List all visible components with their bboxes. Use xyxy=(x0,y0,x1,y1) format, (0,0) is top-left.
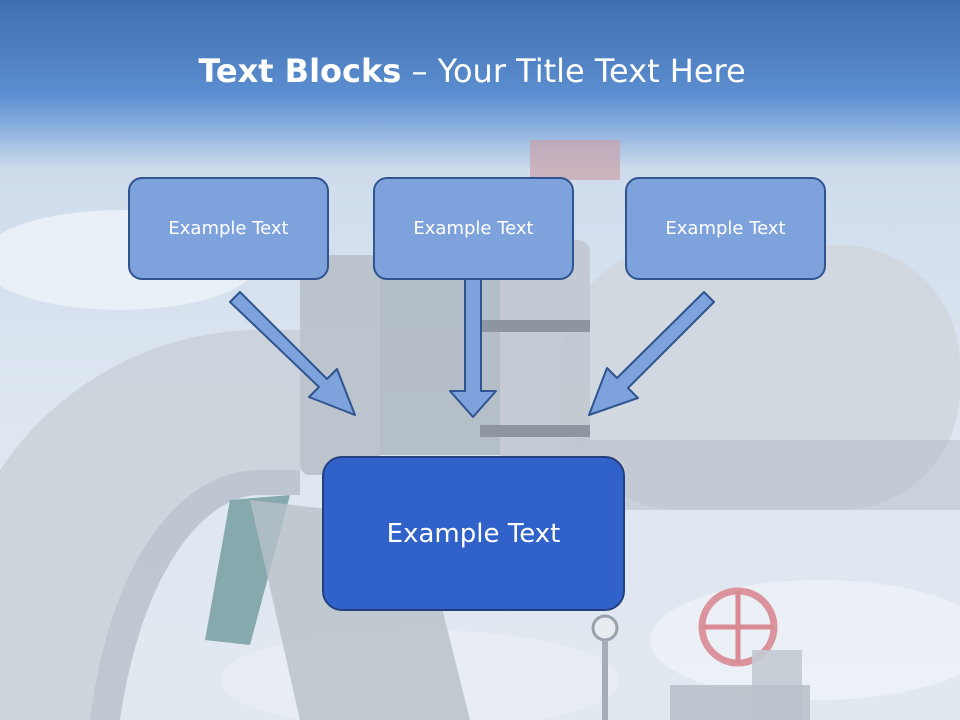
pipe-curve-shadow xyxy=(90,470,300,720)
title-bold: Text Blocks xyxy=(198,52,402,90)
flange xyxy=(300,255,380,475)
text-block-bottom-label: Example Text xyxy=(386,518,561,549)
valve-flange xyxy=(670,685,810,720)
flange xyxy=(500,240,590,470)
cloud xyxy=(650,580,960,700)
text-block-right[interactable]: Example Text xyxy=(625,177,826,280)
title-rest: – Your Title Text Here xyxy=(401,52,746,90)
pressure-gauge xyxy=(591,614,619,642)
pipe-horizontal-shadow xyxy=(560,440,960,510)
text-block-center[interactable]: Example Text xyxy=(373,177,574,280)
top-valve xyxy=(530,140,620,180)
text-block-center-label: Example Text xyxy=(413,218,534,239)
bolt-rod xyxy=(480,425,590,437)
text-block-right-label: Example Text xyxy=(665,218,786,239)
slide-title: Text Blocks – Your Title Text Here xyxy=(0,52,944,90)
text-block-left-label: Example Text xyxy=(168,218,289,239)
pipe-curve xyxy=(0,330,300,720)
bolt-rod xyxy=(480,320,590,332)
text-block-left[interactable]: Example Text xyxy=(128,177,329,280)
text-block-bottom[interactable]: Example Text xyxy=(322,456,625,611)
